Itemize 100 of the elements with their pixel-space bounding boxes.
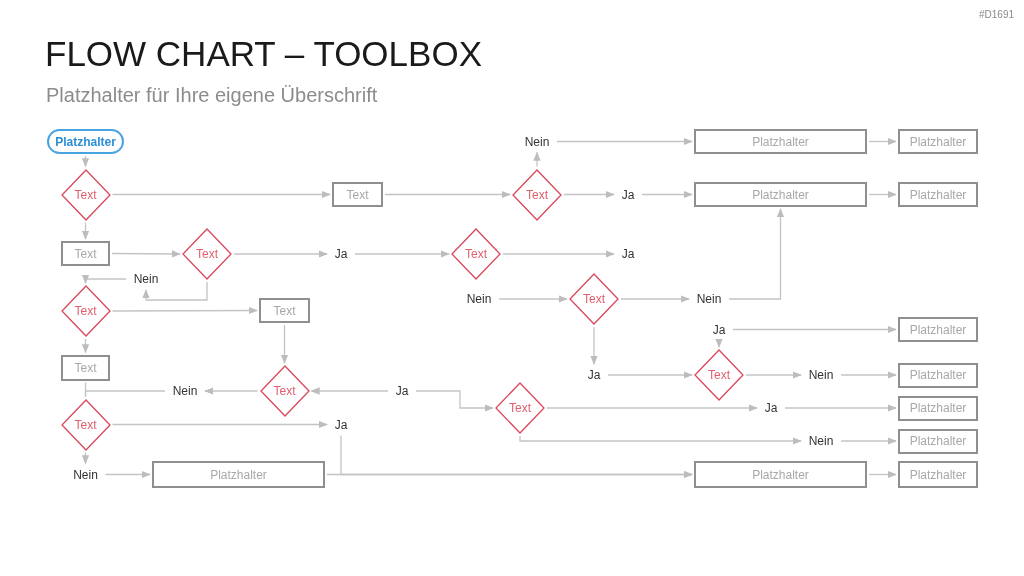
start-terminal <box>47 129 124 154</box>
arrow <box>519 435 802 445</box>
branch-label: Ja <box>390 382 414 400</box>
arrow <box>415 390 494 412</box>
box-label: Text <box>346 186 369 204</box>
process-box <box>694 182 867 207</box>
decision-label: Text <box>465 246 487 263</box>
box-label: Text <box>74 245 97 263</box>
decision-diamond <box>259 365 310 417</box>
decision-label: Text <box>526 186 548 204</box>
box-label: Platzhalter <box>909 433 967 450</box>
arrow <box>590 326 598 365</box>
arrow <box>641 190 693 199</box>
branch-label: Ja <box>759 399 783 417</box>
arrow <box>233 250 328 258</box>
arrow <box>204 387 259 395</box>
branch-label: Nein <box>691 290 727 308</box>
process-box <box>898 129 978 154</box>
process-box <box>259 298 310 323</box>
arrow <box>81 221 90 240</box>
branch-label: Ja <box>329 245 353 263</box>
process-box <box>694 461 867 488</box>
process-box <box>61 354 110 381</box>
process-box <box>152 461 325 488</box>
arrow <box>280 324 289 364</box>
branch-label: Nein <box>803 432 839 450</box>
decision-label: Text <box>583 291 605 308</box>
branch-label: Nein <box>128 270 164 288</box>
arrow <box>310 387 389 395</box>
arrow <box>354 250 450 258</box>
arrow <box>840 371 897 379</box>
process-box <box>898 461 978 488</box>
box-label: Platzhalter <box>752 133 809 151</box>
branch-label: Nein <box>519 132 555 151</box>
box-label: Platzhalter <box>909 400 967 417</box>
arrow <box>340 434 693 479</box>
branch-label: Nein <box>67 465 104 484</box>
arrow <box>533 151 541 168</box>
decision-label: Text <box>708 367 730 384</box>
process-box <box>898 428 978 454</box>
arrow <box>784 404 897 412</box>
decision-diamond <box>495 382 545 434</box>
arrow <box>498 295 568 303</box>
arrow <box>563 190 615 199</box>
branch-label: Ja <box>616 245 640 263</box>
arrow <box>111 250 181 258</box>
branch-label: Ja <box>707 320 731 339</box>
process-box <box>898 395 978 421</box>
decision-label: Text <box>74 186 97 204</box>
decision-diamond <box>569 273 619 325</box>
arrow <box>715 338 723 348</box>
arrow <box>81 338 90 354</box>
arrow <box>556 137 693 146</box>
arrow <box>745 371 802 379</box>
box-label: Platzhalter <box>210 466 267 484</box>
box-label: Platzhalter <box>909 321 967 339</box>
process-box <box>898 182 978 207</box>
box-label: Platzhalter <box>909 466 967 484</box>
process-box <box>898 362 978 388</box>
process-box <box>61 241 110 266</box>
box-label: Platzhalter <box>752 186 809 204</box>
arrow <box>111 420 328 429</box>
arrow <box>81 451 90 465</box>
arrow <box>384 190 511 199</box>
slide-id: #D1691 <box>978 8 1014 22</box>
arrow <box>868 137 897 146</box>
arrow <box>868 190 897 199</box>
process-box <box>694 129 867 154</box>
arrow <box>546 404 758 412</box>
decision-diamond <box>60 285 111 337</box>
decision-diamond <box>60 398 111 451</box>
box-label: Platzhalter <box>909 133 967 151</box>
branch-label: Nein <box>461 290 497 308</box>
decision-label: Text <box>74 416 97 434</box>
decision-diamond <box>694 349 744 401</box>
branch-label: Ja <box>329 415 353 434</box>
decision-diamond <box>512 168 562 221</box>
decision-label: Text <box>196 246 218 263</box>
arrow <box>620 295 690 303</box>
arrow <box>81 155 90 168</box>
terminal-label: Platzhalter <box>55 133 116 151</box>
decision-label: Text <box>273 383 296 400</box>
arrow <box>111 190 331 199</box>
subtitle: Platzhalter für Ihre eigene Überschrift <box>46 83 378 108</box>
process-box <box>332 182 383 207</box>
branch-label: Ja <box>582 366 606 384</box>
arrow <box>502 250 615 258</box>
branch-label: Nein <box>167 382 203 400</box>
arrow <box>104 470 151 479</box>
box-label: Text <box>273 302 296 320</box>
decision-diamond <box>60 168 111 221</box>
box-label: Platzhalter <box>752 466 809 484</box>
arrow <box>142 281 208 301</box>
arrow <box>607 371 693 379</box>
decision-diamond <box>182 228 232 280</box>
branch-label: Ja <box>616 185 640 204</box>
decision-label: Text <box>509 400 531 417</box>
arrow <box>732 325 897 334</box>
branch-label: Nein <box>803 366 839 384</box>
box-label: Platzhalter <box>909 186 967 204</box>
